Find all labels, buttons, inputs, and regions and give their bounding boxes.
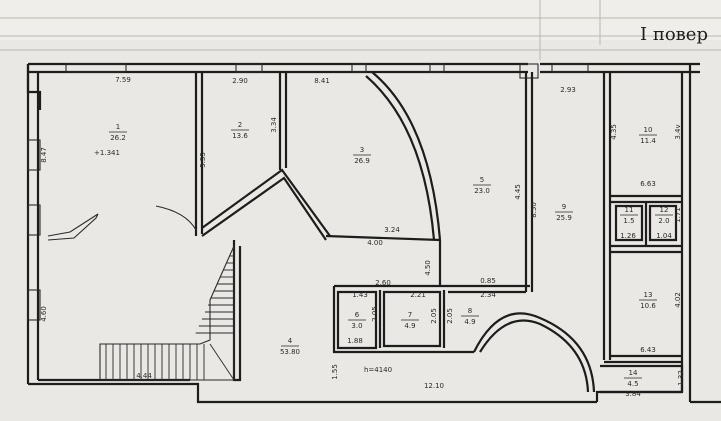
staircase <box>99 245 235 381</box>
vertical-dimension-label: 1.32 <box>677 370 685 386</box>
room-label-6: 63.0 <box>348 311 366 330</box>
room-area: 53.80 <box>280 348 300 356</box>
background-ruling <box>0 0 721 60</box>
room-area: 4.9 <box>404 322 415 330</box>
dimension-label: 0.85 <box>480 277 496 285</box>
dimension-label: 7.59 <box>115 76 131 84</box>
dimension-label: 3.84 <box>625 390 641 398</box>
dimension-label: 12.10 <box>424 382 444 390</box>
room-label-1: 126.2 <box>109 123 127 142</box>
room-label-11: 111.5 <box>620 206 638 225</box>
vertical-dimension-label: 1.71 <box>674 207 682 223</box>
dimension-label: 6.63 <box>640 180 656 188</box>
dimension-label: 4.00 <box>367 239 383 247</box>
interior-walls <box>194 71 684 394</box>
dimension-label: 2.90 <box>232 77 248 85</box>
room-number: 14 <box>629 369 638 377</box>
room-number: 11 <box>625 206 634 214</box>
room-area: 23.0 <box>474 187 490 195</box>
room-label-8: 84.9 <box>461 307 479 326</box>
room-area: 1.5 <box>623 217 634 225</box>
room-area: 25.9 <box>556 214 572 222</box>
room-number: 13 <box>644 291 653 299</box>
room-label-5: 523.0 <box>473 176 491 195</box>
vertical-dimension-label: 2.05 <box>430 308 438 324</box>
room-area: 26.2 <box>110 134 126 142</box>
room-label-9: 925.9 <box>555 203 573 222</box>
room-area: 11.4 <box>640 137 656 145</box>
dimension-label: 2.21 <box>410 291 426 299</box>
dimension-label: 1.26 <box>620 232 636 240</box>
room-number: 6 <box>355 311 360 319</box>
room-number: 7 <box>408 311 412 319</box>
room-area: 3.0 <box>351 322 362 330</box>
door-swings <box>47 205 197 241</box>
room-label-2: 213.6 <box>231 121 249 140</box>
vertical-dimension-label: 2.05 <box>446 308 454 324</box>
room-area: 10.6 <box>640 302 656 310</box>
room-number: 1 <box>116 123 120 131</box>
vertical-dimension-label: 4.02 <box>674 292 682 308</box>
dimension-label: 1.04 <box>656 232 672 240</box>
dimension-label: h=4140 <box>364 366 392 374</box>
room-number: 9 <box>562 203 566 211</box>
room-label-3: 326.9 <box>353 146 371 165</box>
dimension-label: 4.44 <box>136 372 152 380</box>
room-area: 26.9 <box>354 157 370 165</box>
room-labels: 126.2213.6326.9453.80523.063.074.984.992… <box>109 121 673 388</box>
vertical-dimension-label: 3.34 <box>270 117 278 133</box>
dimension-label: 2.60 <box>375 279 391 287</box>
room-label-7: 74.9 <box>401 311 419 330</box>
vertical-dimension-label: 4.50 <box>424 260 432 276</box>
room-label-13: 13 10.6 <box>639 291 657 310</box>
room-area: 13.6 <box>232 132 248 140</box>
room-area: 4.5 <box>627 380 638 388</box>
vertical-dimension-label: 8.47 <box>40 147 48 163</box>
room-label-4: 453.80 <box>280 337 300 356</box>
dimension-label: 1.43 <box>352 291 368 299</box>
annotations: +1.341 <box>94 149 120 157</box>
room-number: 8 <box>468 307 472 315</box>
dimension-label: 6.43 <box>640 346 656 354</box>
room-area: 2.0 <box>658 217 669 225</box>
room-label-12: 122.0 <box>655 206 673 225</box>
dimension-labels: 7.59 2.90 8.41 2.93 3.244.00 2.60 0.85 1.43 2.21… <box>115 76 672 398</box>
dimension-label: 2.34 <box>480 291 496 299</box>
paper-top-strip <box>0 0 721 40</box>
vertical-dimension-label: 4.60 <box>40 306 48 322</box>
dimension-label: 1.88 <box>347 337 363 345</box>
room-number: 3 <box>360 146 364 154</box>
vertical-dimension-label: 4.35 <box>610 124 618 140</box>
vertical-dimension-label: 4.45 <box>514 184 522 200</box>
vertical-dimension-label: 2.05 <box>371 306 379 322</box>
vertical-dimension-label: 1.55 <box>331 364 339 380</box>
room-label-14: 144.5 <box>624 369 642 388</box>
room-area: 4.9 <box>464 318 475 326</box>
room-label-10: 10 11.4 <box>639 126 657 145</box>
vertical-dimension-label: 5.55 <box>199 152 207 168</box>
dimension-label: 8.41 <box>314 77 330 85</box>
annotation-label: +1.341 <box>94 149 120 157</box>
dimension-label: 2.93 <box>560 86 576 94</box>
vertical-dimension-label: 3.4v <box>674 124 682 139</box>
vertical-dimension-label: 8.50 <box>530 202 538 218</box>
room-number: 10 <box>644 126 653 134</box>
room-number: 2 <box>238 121 242 129</box>
dimension-label: 3.24 <box>384 226 400 234</box>
room-number: 12 <box>660 206 669 214</box>
room-number: 5 <box>480 176 484 184</box>
outer-walls <box>26 62 721 404</box>
floor-title: I повер <box>640 24 708 45</box>
room-number: 4 <box>288 337 293 345</box>
